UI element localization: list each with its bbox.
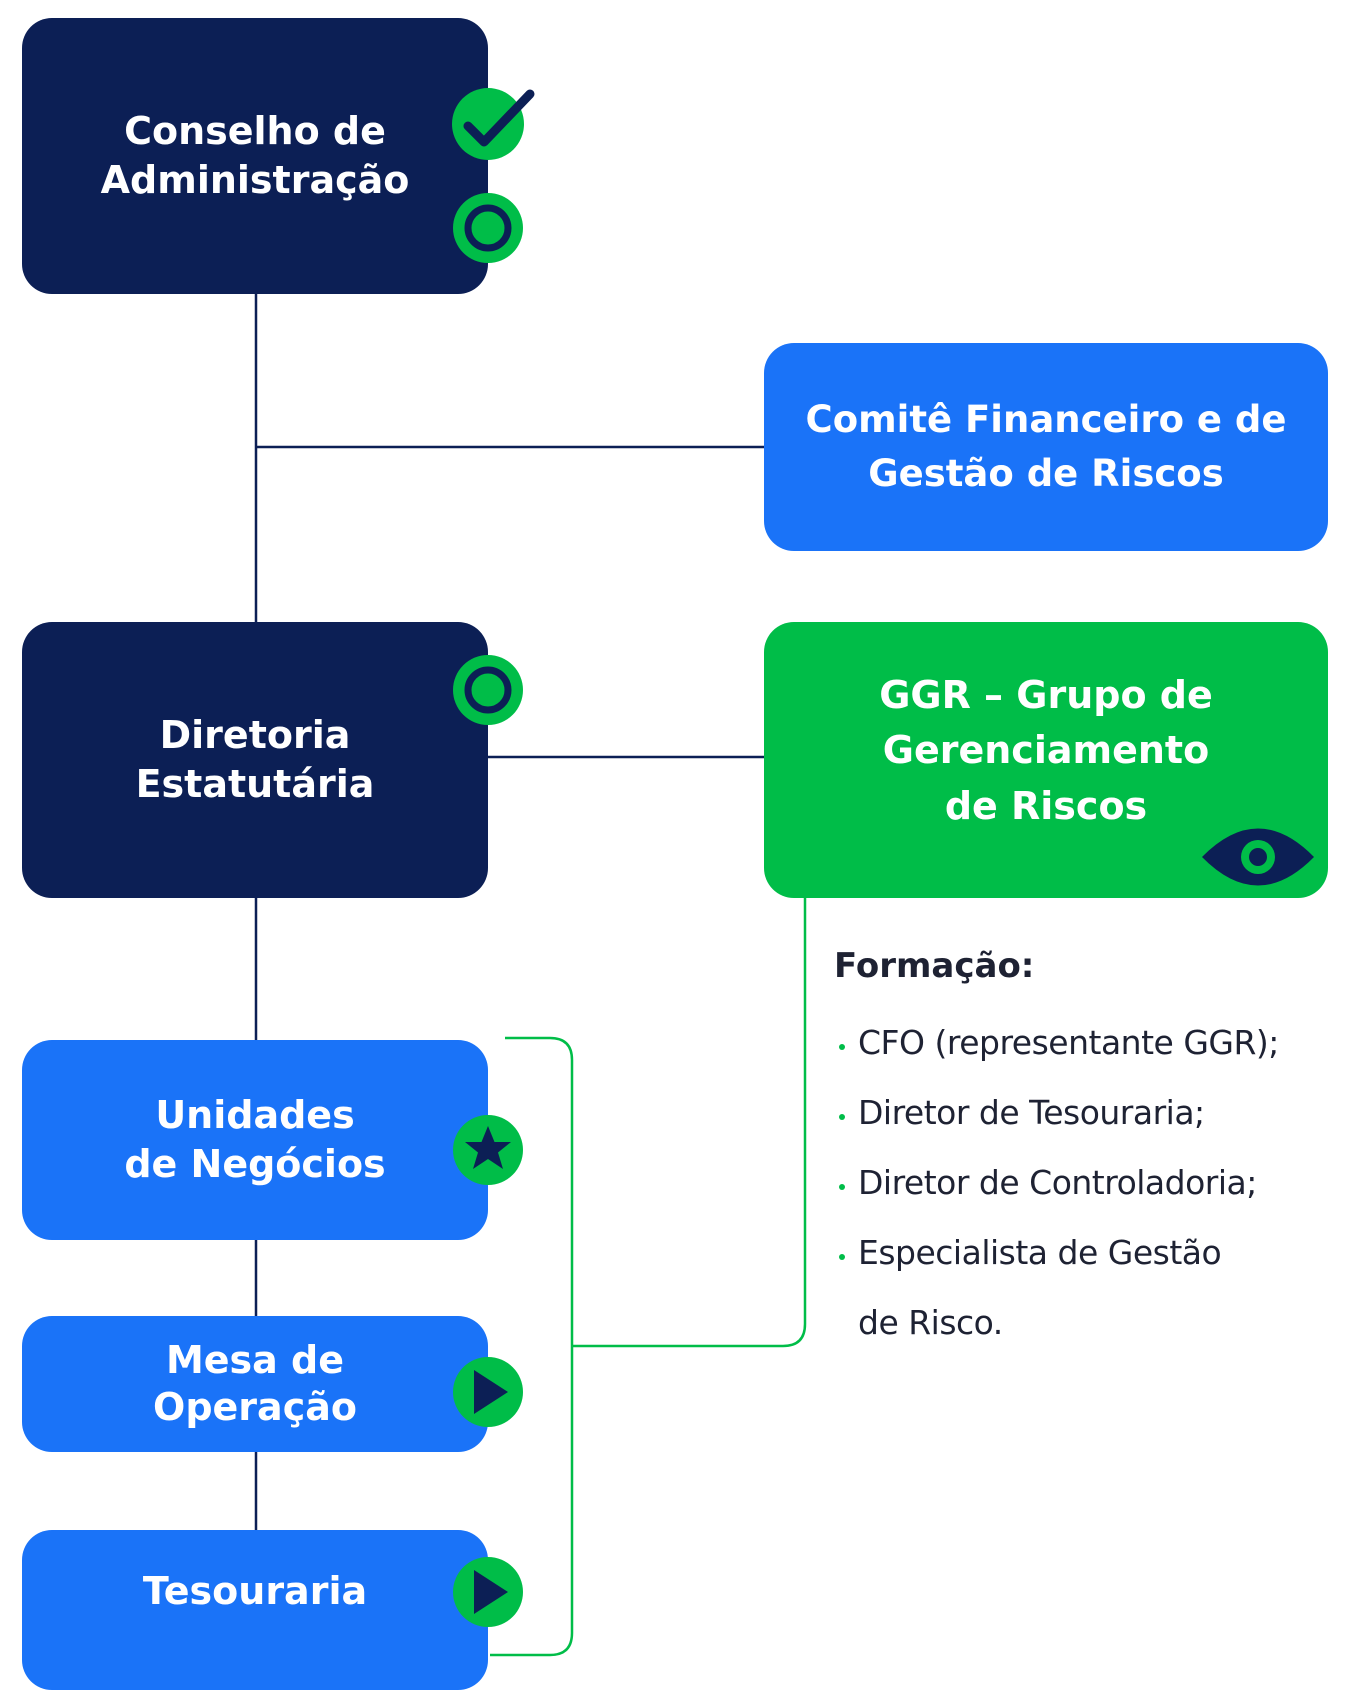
diretoria-label: Diretoria Estatutária bbox=[135, 712, 375, 806]
comite-label: Comitê Financeiro e de Gestão de Riscos bbox=[805, 398, 1287, 495]
box-unidades-negocios: Unidades de Negócios bbox=[22, 1040, 488, 1240]
conselho-label: Conselho de Administração bbox=[100, 108, 410, 202]
formacao-item: Especialista de Gestão de Risco. bbox=[834, 1218, 1354, 1358]
mesa-label: Mesa de Operação bbox=[153, 1337, 357, 1430]
box-ggr: GGR – Grupo de Gerenciamento de Riscos bbox=[764, 622, 1328, 898]
check-icon bbox=[452, 88, 535, 160]
play-icon bbox=[453, 1557, 523, 1627]
box-mesa-operacao: Mesa de Operação bbox=[22, 1316, 488, 1452]
box-diretoria-estatutaria: Diretoria Estatutária bbox=[22, 622, 488, 898]
star-icon bbox=[453, 1115, 523, 1185]
formacao-item: Diretor de Controladoria; bbox=[834, 1148, 1354, 1218]
eye-icon bbox=[1202, 828, 1314, 886]
box-comite-financeiro: Comitê Financeiro e de Gestão de Riscos bbox=[764, 343, 1328, 551]
tesouraria-label: Tesouraria bbox=[142, 1569, 368, 1614]
connector-ggr-formacao bbox=[572, 898, 807, 1348]
ggr-label: GGR – Grupo de Gerenciamento de Riscos bbox=[879, 673, 1213, 828]
box-conselho-administracao: Conselho de Administração bbox=[22, 18, 488, 294]
formacao-section: Formação: CFO (representante GGR); Diret… bbox=[834, 940, 1354, 1358]
formacao-title: Formação: bbox=[834, 946, 1035, 986]
formacao-item: Diretor de Tesouraria; bbox=[834, 1078, 1354, 1148]
box-tesouraria: Tesouraria bbox=[22, 1530, 488, 1690]
target-icon bbox=[453, 193, 523, 263]
play-icon bbox=[453, 1357, 523, 1427]
formacao-list: CFO (representante GGR); Diretor de Teso… bbox=[834, 1008, 1354, 1358]
unidades-label: Unidades de Negócios bbox=[124, 1092, 386, 1186]
formacao-item: CFO (representante GGR); bbox=[834, 1008, 1354, 1078]
target-icon bbox=[453, 655, 523, 725]
